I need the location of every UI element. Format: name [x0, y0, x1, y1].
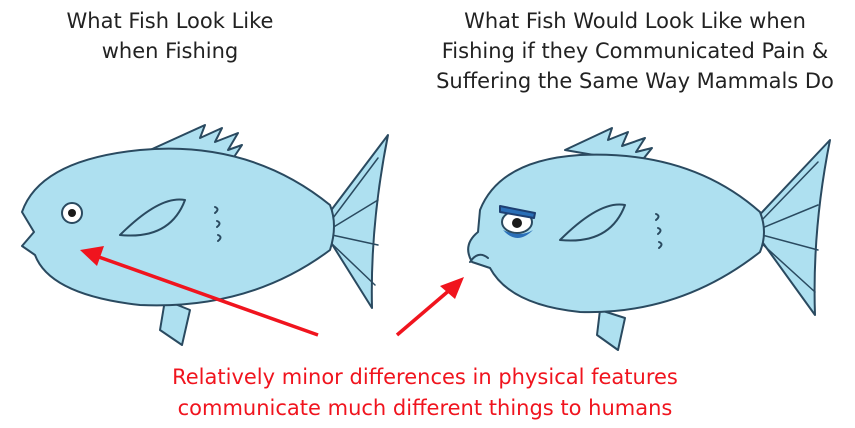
caption: Relatively minor differences in physical…	[40, 362, 810, 424]
left-fish-body	[22, 149, 334, 306]
right-ventral-fin	[597, 310, 625, 350]
left-ventral-fin	[160, 300, 190, 345]
normal-fish-illustration	[22, 125, 388, 345]
arrow-to-sad-eye	[397, 288, 452, 335]
frowning-fish-illustration	[468, 128, 830, 350]
